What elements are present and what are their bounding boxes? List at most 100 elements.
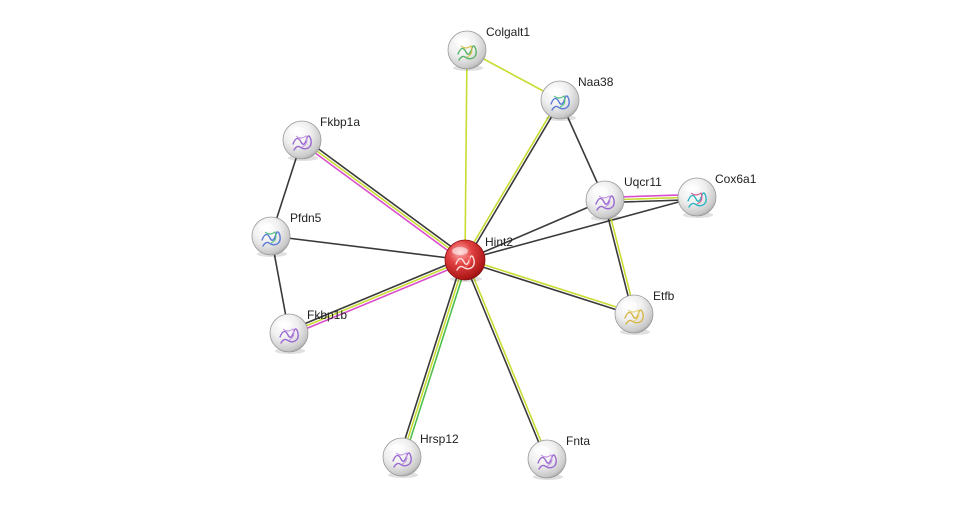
edge-hint2-fkbp1a[interactable] xyxy=(299,137,468,263)
edge-hint2-hrsp12[interactable] xyxy=(398,258,469,459)
multicolor-structure-detail-icon xyxy=(264,231,277,244)
node-hrsp12[interactable]: Hrsp12 xyxy=(382,432,459,478)
node-naa38[interactable]: Naa38 xyxy=(540,75,614,121)
node-label-hrsp12: Hrsp12 xyxy=(420,432,459,446)
edge-evidence-black xyxy=(302,137,468,259)
node-fnta[interactable]: Fnta xyxy=(527,434,590,480)
edge-hint2-fkbp1b[interactable] xyxy=(287,256,467,337)
edge-pfdn5-hint2[interactable] xyxy=(270,235,466,261)
edge-evidence-black xyxy=(465,99,562,262)
purple-structure-icon xyxy=(595,195,615,211)
node-cox6a1[interactable]: Cox6a1 xyxy=(677,172,757,218)
edge-evidence-yellow xyxy=(464,257,636,314)
edge-evidence-yellow xyxy=(463,98,560,261)
edge-evidence-magenta xyxy=(289,261,467,337)
green-structure-detail-icon xyxy=(460,45,473,58)
node-highlight xyxy=(454,37,470,45)
edge-evidence-magenta xyxy=(299,141,465,263)
node-label-cox6a1: Cox6a1 xyxy=(715,172,757,186)
purple-structure-detail-icon xyxy=(295,135,308,148)
red-structure-icon xyxy=(455,255,475,271)
edge-evidence-yellow xyxy=(288,259,466,334)
node-pfdn5[interactable]: Pfdn5 xyxy=(251,211,322,257)
yellow-structure-detail-icon xyxy=(627,309,640,322)
node-highlight xyxy=(684,184,700,192)
edge-hint2-colgalt1[interactable] xyxy=(464,49,468,261)
purple-structure-detail-icon xyxy=(598,195,611,208)
node-highlight xyxy=(289,127,305,135)
cyan-structure-icon xyxy=(687,192,707,208)
edge-evidence-green xyxy=(403,259,469,459)
edge-evidence-yellow xyxy=(465,258,550,460)
node-bubble[interactable] xyxy=(614,294,654,334)
edge-hint2-uqcr11[interactable] xyxy=(464,199,606,261)
node-highlight xyxy=(592,187,608,195)
multicolor-structure-detail-icon xyxy=(553,95,566,108)
node-label-hint2: Hint2 xyxy=(485,235,513,249)
edge-evidence-black xyxy=(464,199,606,261)
node-label-uqcr11: Uqcr11 xyxy=(624,175,662,189)
node-hint2[interactable]: Hint2 xyxy=(444,235,513,282)
node-highlight xyxy=(547,87,563,95)
edge-hint2-naa38[interactable] xyxy=(463,98,562,262)
edge-evidence-yellow xyxy=(301,139,466,261)
edge-evidence-black xyxy=(287,256,465,332)
node-highlight xyxy=(258,223,274,231)
node-bubble[interactable] xyxy=(527,439,567,479)
multicolor-structure-icon xyxy=(550,95,570,111)
edge-evidence-black xyxy=(462,259,547,461)
purple-structure-icon xyxy=(292,135,312,151)
node-bubble[interactable] xyxy=(251,216,291,256)
edges-layer xyxy=(270,49,698,461)
multicolor-structure-icon xyxy=(261,231,281,247)
node-highlight xyxy=(621,301,637,309)
red-structure-detail-icon xyxy=(458,255,471,268)
purple-structure-detail-icon xyxy=(540,454,553,467)
node-label-fnta: Fnta xyxy=(566,434,590,448)
node-fkbp1a[interactable]: Fkbp1a xyxy=(282,115,360,161)
node-bubble[interactable] xyxy=(269,313,309,353)
edge-evidence-black xyxy=(602,199,634,316)
edge-hint2-cox6a1[interactable] xyxy=(464,196,698,261)
node-label-fkbp1b: Fkbp1b xyxy=(307,308,347,322)
yellow-structure-icon xyxy=(624,309,644,325)
node-label-colgalt1: Colgalt1 xyxy=(486,25,530,39)
purple-structure-icon xyxy=(279,328,299,344)
node-etfb[interactable]: Etfb xyxy=(614,289,675,335)
edge-evidence-black xyxy=(463,260,635,317)
node-highlight xyxy=(452,247,468,255)
node-bubble[interactable] xyxy=(585,180,625,220)
purple-structure-icon xyxy=(537,454,557,470)
node-label-etfb: Etfb xyxy=(653,289,675,303)
node-bubble[interactable] xyxy=(447,30,487,70)
edge-uqcr11-etfb[interactable] xyxy=(602,198,637,316)
purple-structure-detail-icon xyxy=(282,328,295,341)
cyan-structure-detail-icon xyxy=(690,192,703,205)
green-structure-icon xyxy=(457,45,477,61)
edge-evidence-black xyxy=(398,258,464,458)
node-bubble[interactable] xyxy=(540,80,580,120)
node-colgalt1[interactable]: Colgalt1 xyxy=(447,25,530,71)
node-bubble[interactable] xyxy=(677,177,717,217)
edge-hint2-fnta[interactable] xyxy=(462,258,550,461)
purple-structure-detail-icon xyxy=(395,452,408,465)
edge-evidence-yellow xyxy=(605,198,637,315)
node-fkbp1b[interactable]: Fkbp1b xyxy=(269,308,347,354)
node-bubble[interactable] xyxy=(444,239,486,281)
node-label-fkbp1a: Fkbp1a xyxy=(320,115,360,129)
node-highlight xyxy=(389,444,405,452)
edge-evidence-black xyxy=(464,196,698,261)
node-label-pfdn5: Pfdn5 xyxy=(290,211,322,225)
node-highlight xyxy=(276,320,292,328)
node-uqcr11[interactable]: Uqcr11 xyxy=(585,175,662,221)
node-label-naa38: Naa38 xyxy=(578,75,614,89)
node-bubble[interactable] xyxy=(382,437,422,477)
purple-structure-icon xyxy=(392,452,412,468)
node-highlight xyxy=(534,446,550,454)
edge-evidence-yellow xyxy=(401,259,466,458)
edge-evidence-black xyxy=(270,235,466,261)
node-bubble[interactable] xyxy=(282,120,322,160)
edge-hint2-etfb[interactable] xyxy=(463,257,636,317)
